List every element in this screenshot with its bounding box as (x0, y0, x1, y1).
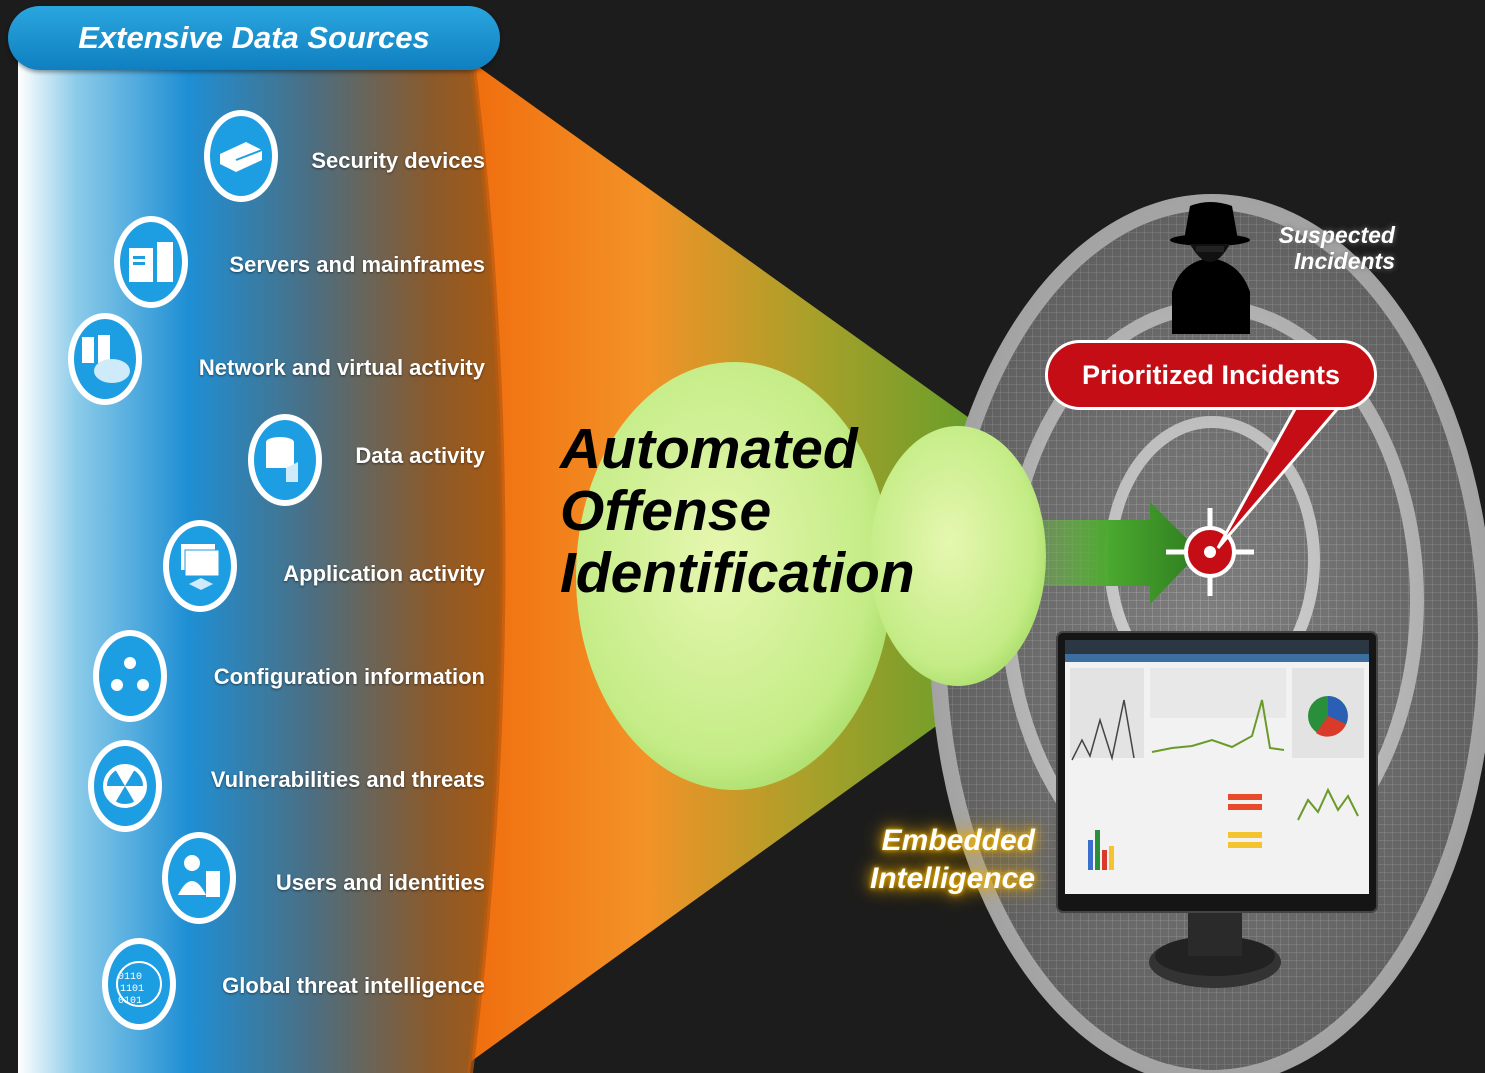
data-sources-banner: Extensive Data Sources (8, 6, 500, 70)
analysis-bubble-large (576, 362, 892, 790)
vulnerability-icon (88, 740, 162, 832)
source-label: Application activity (283, 561, 485, 586)
application-icon (163, 520, 237, 612)
center-title-line: Automated (560, 417, 858, 481)
source-label: Servers and mainframes (229, 252, 485, 277)
configuration-icon (93, 630, 167, 722)
source-label: Configuration information (213, 664, 485, 689)
user-identity-icon (162, 832, 236, 924)
spy-icon (1170, 202, 1250, 334)
security-device-icon (204, 110, 278, 202)
suspected-line: Incidents (1294, 248, 1395, 274)
suspected-line: Suspected (1278, 222, 1395, 248)
source-label: Users and identities (275, 870, 485, 895)
source-label: Vulnerabilities and threats (210, 767, 485, 792)
server-icon (114, 216, 188, 308)
source-label: Network and virtual activity (198, 355, 485, 380)
prioritized-incidents-callout: Prioritized Incidents (1045, 340, 1377, 410)
svg-text:0101: 0101 (118, 996, 142, 1007)
suspected-incidents-label: Suspected Incidents (1255, 222, 1395, 274)
embedded-line: Embedded (881, 824, 1035, 857)
prioritized-incidents-label: Prioritized Incidents (1081, 359, 1341, 390)
svg-text:1101: 1101 (120, 984, 144, 995)
center-title-line: Offense (560, 479, 772, 543)
analysis-bubble-small (870, 426, 1046, 686)
center-title: Automated Offense Identification (560, 418, 915, 604)
network-icon (68, 313, 142, 405)
center-title-line: Identification (560, 541, 915, 605)
embedded-intelligence-label: Embedded Intelligence (835, 822, 1035, 898)
source-label: Global threat intelligence (222, 973, 485, 998)
source-label: Data activity (355, 443, 485, 468)
monitor (1056, 631, 1378, 988)
arrow (1020, 502, 1200, 604)
database-icon (248, 414, 322, 506)
embedded-line: Intelligence (869, 862, 1035, 895)
banner-title: Extensive Data Sources (78, 20, 430, 55)
source-label: Security devices (311, 148, 485, 173)
data-sources-panel (18, 44, 503, 1073)
svg-text:0110: 0110 (118, 972, 142, 983)
